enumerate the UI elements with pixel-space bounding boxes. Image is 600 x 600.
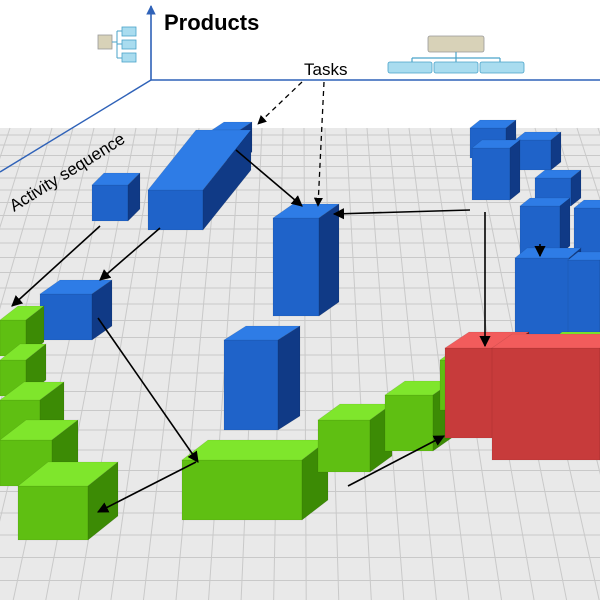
org-chart-icon — [387, 35, 525, 74]
blue-block-top — [573, 199, 600, 209]
red-block-front — [491, 347, 600, 461]
blue-block-side — [202, 129, 252, 231]
blue-block-side — [91, 279, 113, 341]
red-block-top — [491, 333, 600, 349]
blue-block-side — [559, 197, 571, 255]
task-block-green — [0, 305, 45, 357]
green-block-front — [17, 485, 89, 541]
task-block-green — [181, 439, 329, 521]
flow-arrow — [99, 227, 161, 281]
task-blocks — [0, 119, 600, 541]
flow-arrow — [97, 461, 197, 513]
flow-arrows — [11, 149, 546, 513]
flow-arrow — [332, 208, 471, 220]
task-block-blue — [519, 197, 571, 255]
task-block-blue — [272, 203, 340, 317]
flow-arrow — [11, 225, 101, 307]
products-axis-label: Products — [164, 10, 259, 35]
flow-arrow — [97, 317, 199, 463]
grid-column-line — [408, 127, 470, 600]
grid-column-line — [387, 127, 437, 600]
blue-block-front — [223, 339, 279, 431]
activity-axis — [0, 79, 152, 173]
blue-block-front — [272, 217, 320, 317]
blue-block-front — [471, 147, 511, 201]
task-block-blue — [567, 251, 600, 347]
green-block-side — [87, 461, 119, 541]
blue-block-front — [147, 189, 204, 231]
task-block-blue — [147, 129, 252, 231]
blue-block-side — [570, 169, 582, 207]
task-block-blue — [514, 131, 562, 171]
task-block-green — [317, 403, 393, 473]
grid-column-line — [345, 127, 372, 600]
axes — [0, 5, 600, 173]
tasks-callout-arrows — [257, 81, 325, 207]
grid-column-line — [0, 127, 32, 229]
task-block-blue — [39, 279, 113, 341]
blue-block-side — [318, 203, 340, 317]
green-block-front — [317, 419, 371, 473]
blue-block-front — [514, 139, 552, 171]
blue-block-side — [550, 131, 562, 171]
task-block-blue — [222, 325, 302, 431]
task-block-green — [17, 461, 119, 541]
task-block-red — [491, 333, 600, 461]
blue-block-side — [277, 325, 301, 431]
flow-arrow — [235, 149, 303, 207]
tasks-callout-label: Tasks — [304, 60, 347, 79]
task-block-blue — [91, 172, 141, 222]
task-block-blue — [471, 139, 521, 201]
flow-arrow — [347, 435, 445, 487]
green-block-front — [181, 459, 303, 521]
blue-block-front — [91, 184, 129, 222]
task-block-blue — [573, 199, 600, 259]
grid-column-line — [366, 127, 405, 600]
blue-block-top — [567, 251, 600, 261]
grid-column-line — [0, 127, 53, 310]
blue-block-front — [39, 293, 93, 341]
blue-block-side — [127, 172, 141, 222]
green-block-front — [384, 394, 434, 452]
blue-block-side — [509, 139, 521, 201]
hierarchy-small-icon — [97, 26, 137, 63]
blue-block-front — [514, 257, 570, 341]
